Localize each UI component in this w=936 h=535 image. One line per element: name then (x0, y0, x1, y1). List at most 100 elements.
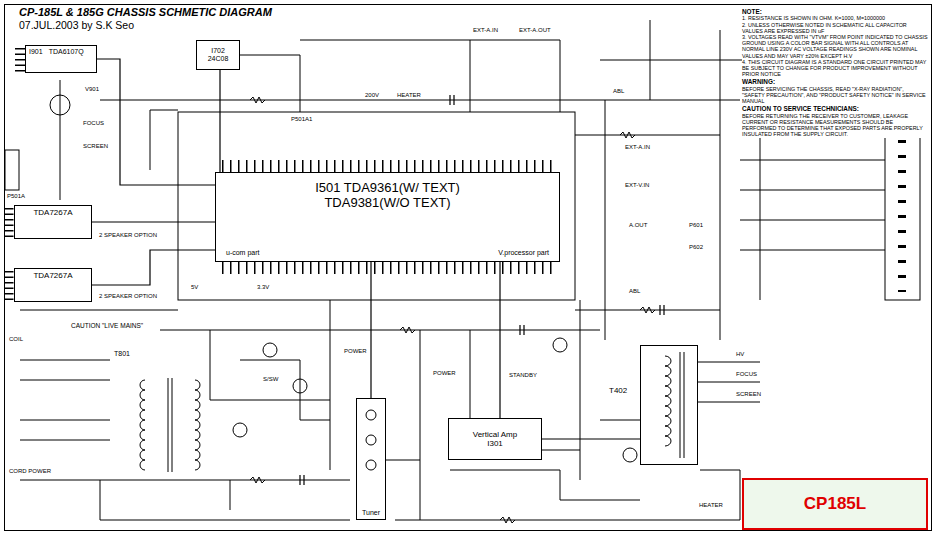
signal-wire (370, 262, 371, 398)
model-label-box: CP185L (742, 478, 928, 530)
ic-pins (5, 208, 14, 238)
text-row: Tuner (360, 509, 382, 517)
date-label: 07.JUL.2003 by S.K Seo (18, 20, 135, 32)
signal-label: 2 SPEAKER OPTION (98, 293, 158, 300)
connector-symbol (5, 150, 19, 190)
signal-label: V901 (84, 86, 100, 93)
part-label: I702 (211, 47, 225, 55)
signal-label: P501A (6, 193, 26, 200)
tuner-terminal (366, 435, 376, 445)
signal-wire (92, 221, 215, 222)
amplifier-ic-box: TDA7267A (14, 268, 92, 302)
note-heading: CAUTION TO SERVICE TECHNICIANS: (742, 105, 928, 112)
signal-label: EXT-A.IN (472, 27, 499, 34)
text-row: u-com part V.processor part (226, 249, 549, 257)
vertical-amp-box: Vertical AmpI301 (448, 418, 542, 460)
signal-label: COIL (8, 336, 24, 343)
transistor-symbol (293, 379, 307, 393)
signal-wire (92, 250, 215, 285)
capacitor-symbols (300, 95, 664, 485)
note-text: 2. UNLESS OTHERWISE NOTED IN SCHEMATIC A… (742, 22, 928, 34)
signal-label: ABL (628, 288, 641, 295)
note-text: 4. THIS CIRCUIT DIAGRAM IS A STANDARD ON… (742, 59, 928, 78)
transistor-symbol (263, 343, 277, 357)
notes-block: NOTE:1. RESISTANCE IS SHOWN IN OHM. K=10… (742, 7, 928, 138)
sheet-frame (5, 5, 932, 531)
part-label: TDA6107Q (49, 48, 84, 56)
main-ic-box: I501 TDA9361(W/ TEXT)TDA9381(W/O TEXT) u-… (215, 172, 560, 262)
crt-socket-symbol (50, 95, 70, 115)
eeprom-box: I70224C08 (196, 40, 240, 70)
signal-label: P501A1 (290, 116, 313, 123)
signal-label: HEATER (396, 92, 422, 99)
transistor-symbol (233, 423, 247, 437)
part-label: V.processor part (498, 249, 549, 257)
connector-symbol (885, 115, 920, 300)
resistor-symbols (250, 97, 655, 523)
signal-label: CAUTION "LIVE MAINS" (70, 322, 144, 329)
signal-label: CORD POWER (8, 468, 52, 475)
signal-label: P601 (688, 222, 704, 229)
signal-label: EXT-A.OUT (518, 27, 552, 34)
text-row: TDA7267A (18, 208, 88, 217)
part-label: I501 TDA9361(W/ TEXT) (315, 181, 460, 196)
signal-wire (219, 70, 220, 172)
note-heading: NOTE: (742, 8, 928, 15)
signal-label: S/SW (262, 376, 279, 383)
signal-wire (499, 262, 500, 418)
signal-label: HEATER (698, 502, 724, 509)
connector-pins (898, 125, 906, 292)
note-text: BEFORE SERVICING THE CHASSIS, READ "X-RA… (742, 86, 928, 105)
part-label: Vertical Amp (473, 430, 517, 439)
signal-label: STANDBY (508, 372, 538, 379)
text-row: I301 (452, 439, 538, 448)
amplifier-ic-box: TDA7267A (14, 205, 92, 239)
ic-pins (222, 160, 556, 172)
part-label: TDA7267A (33, 271, 72, 280)
note-text: 3. VOLTAGES READ WITH "VTVM" FROM POINT … (742, 34, 928, 59)
text-row: I501 TDA9361(W/ TEXT) (226, 181, 549, 196)
part-label: TDA7267A (33, 208, 72, 217)
signal-label: EXT-V.IN (624, 182, 650, 189)
tuner-terminal (366, 410, 376, 420)
part-label: 24C08 (208, 55, 229, 63)
note-text: 1. RESISTANCE IS SHOWN IN OHM. K=1000, M… (742, 15, 928, 21)
tuner-box: Tuner (356, 398, 386, 520)
signal-wire (542, 438, 640, 439)
part-label: CP185L (804, 494, 866, 514)
text-row: TDA7267A (18, 271, 88, 280)
part-label: I901 (29, 48, 43, 56)
signal-wire (97, 59, 215, 185)
note-text: BEFORE RETURNING THE RECEIVER TO CUSTOME… (742, 113, 928, 138)
text-row: CP185L (747, 494, 923, 514)
signal-label: FOCUS (82, 120, 105, 127)
signal-label: T801 (113, 350, 131, 358)
signal-label: FOCUS (735, 371, 758, 378)
signal-label: 200V (364, 92, 380, 99)
ic-pins (222, 262, 556, 274)
signal-label: POWER (343, 348, 368, 355)
part-label: TDA9381(W/O TEXT) (324, 196, 450, 211)
text-row: 24C08 (200, 55, 236, 63)
signal-label: EXT-A.IN (624, 144, 651, 151)
signal-label: SCREEN (82, 143, 109, 150)
transistor-symbol (623, 448, 637, 462)
signal-label: POWER (432, 370, 457, 377)
signal-label: P602 (688, 244, 704, 251)
signal-label: SCREEN (735, 391, 762, 398)
signal-label: A.OUT (628, 222, 648, 229)
diagram-title: CP-185L & 185G CHASSIS SCHMETIC DIAGRAM (18, 6, 273, 18)
transformer-coil (140, 378, 200, 472)
transistor-symbols (50, 95, 637, 470)
part-label: T402 (609, 386, 627, 395)
flyback-transformer: T402 (640, 345, 698, 465)
signal-label: HV (735, 351, 745, 358)
signal-label: 2 SPEAKER OPTION (98, 232, 158, 239)
text-row: I702 (200, 47, 236, 55)
ic-region-outline (178, 112, 575, 300)
flyback-coil (665, 352, 684, 458)
part-label: u-com part (226, 249, 259, 257)
part-label: Tuner (362, 509, 380, 517)
text-row: Vertical Amp (452, 430, 538, 439)
